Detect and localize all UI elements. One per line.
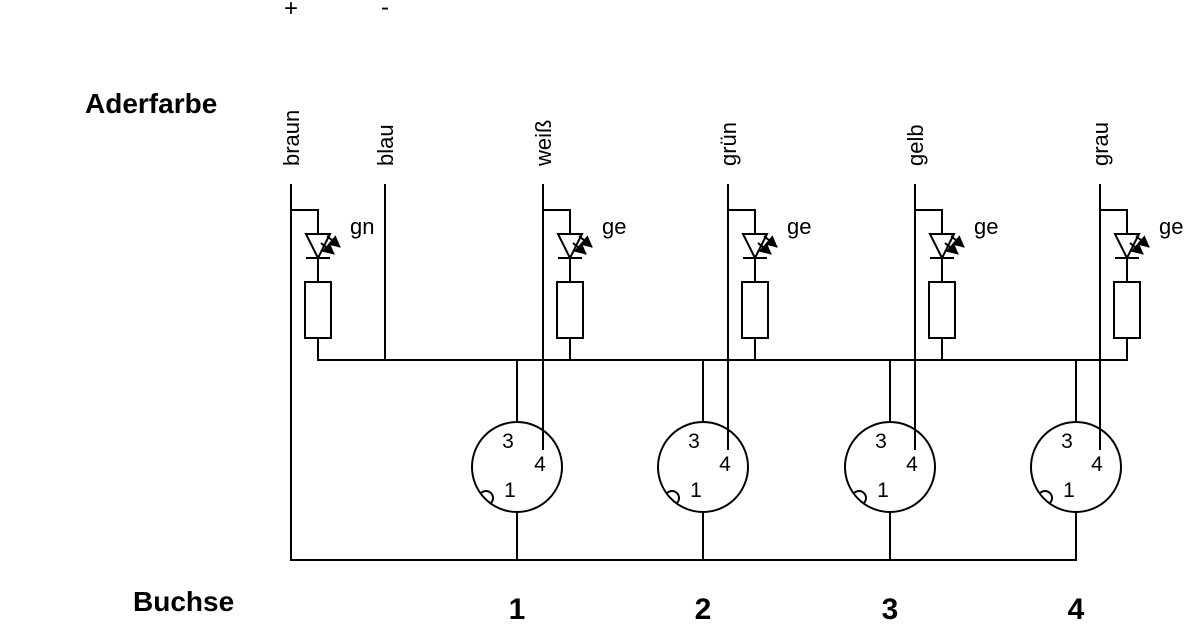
socket-circle	[844, 421, 936, 513]
wire-label-gruen: grün	[716, 122, 741, 166]
pin1-label: 1	[690, 479, 702, 502]
wire-label-braun: braun	[279, 110, 304, 166]
led-branch-weiss: ge	[543, 209, 626, 361]
led-label: ge	[1159, 214, 1183, 239]
wire-label-gelb: gelb	[903, 124, 928, 166]
wire-gelb: gelb	[903, 124, 928, 450]
wire-label-weiss: weiß	[531, 120, 556, 167]
pin1-label: 1	[1063, 479, 1075, 502]
led-label: ge	[787, 214, 811, 239]
socket-number: 2	[695, 593, 712, 624]
socket-1: 3 4 1 1	[471, 421, 563, 624]
pin1-leads	[516, 511, 1077, 561]
socket-circle	[657, 421, 749, 513]
pin4-label: 4	[534, 453, 546, 476]
led-emission-arrow	[326, 235, 341, 248]
wire-label-blau: blau	[373, 124, 398, 166]
led-emission-arrow	[1129, 242, 1144, 255]
resistor	[304, 281, 332, 339]
led-emission-arrow	[763, 235, 778, 248]
led-branch-gruen: ge	[728, 209, 811, 361]
socket-circle	[471, 421, 563, 513]
pin1-label: 1	[504, 479, 516, 502]
pin3-label: 3	[688, 430, 700, 453]
wire-braun: braun	[279, 110, 304, 561]
wire-gruen: grün	[716, 122, 741, 450]
resistor	[741, 281, 769, 339]
led-branch-braun: gn	[291, 209, 374, 361]
led-branch-gelb: ge	[915, 209, 998, 361]
led-label: ge	[974, 214, 998, 239]
socket-number: 1	[509, 593, 526, 624]
led-triangle	[304, 233, 332, 261]
aderfarbe-label: Aderfarbe	[85, 88, 217, 119]
pin1-label: 1	[877, 479, 889, 502]
wires: braun blau weiß grün gelb grau	[279, 110, 1113, 561]
led-label: ge	[602, 214, 626, 239]
sockets: 3 4 1 1 3 4 1 2 3 4 1 3 3 4 1 4	[471, 421, 1122, 624]
led-emission-arrow	[757, 242, 772, 255]
pin4-label: 4	[906, 453, 918, 476]
wire-weiss: weiß	[531, 120, 556, 450]
minus-terminal-label: -	[381, 0, 389, 21]
led-label: gn	[350, 214, 374, 239]
supply-terminals: + -	[284, 0, 389, 22]
resistor	[928, 281, 956, 339]
pin3-label: 3	[875, 430, 887, 453]
socket-circle	[1030, 421, 1122, 513]
led-emission-arrow	[950, 235, 965, 248]
wire-grau: grau	[1088, 122, 1113, 450]
led-triangle	[928, 233, 956, 261]
resistor	[556, 281, 584, 339]
pin3-drop-lines	[516, 359, 1077, 423]
led-triangle	[556, 233, 584, 261]
led-emission-arrow	[320, 242, 335, 255]
socket-number: 4	[1068, 593, 1085, 624]
socket-number: 3	[882, 593, 899, 624]
socket-4: 3 4 1 4	[1030, 421, 1122, 624]
socket-3: 3 4 1 3	[844, 421, 936, 624]
pin4-label: 4	[719, 453, 731, 476]
led-emission-arrow	[578, 235, 593, 248]
led-triangle	[741, 233, 769, 261]
led-emission-arrow	[572, 242, 587, 255]
buchse-label: Buchse	[133, 586, 234, 617]
resistor	[1113, 281, 1141, 339]
led-triangle	[1113, 233, 1141, 261]
plus-terminal-label: +	[284, 0, 298, 22]
pin3-label: 3	[502, 430, 514, 453]
led-emission-arrow	[1135, 235, 1150, 248]
wire-label-grau: grau	[1088, 122, 1113, 166]
pin3-label: 3	[1061, 430, 1073, 453]
pin4-label: 4	[1091, 453, 1103, 476]
led-branch-grau: ge	[1100, 209, 1183, 361]
wire-blau: blau	[373, 124, 398, 361]
led-branches: gn ge ge	[291, 209, 1183, 361]
led-emission-arrow	[944, 242, 959, 255]
